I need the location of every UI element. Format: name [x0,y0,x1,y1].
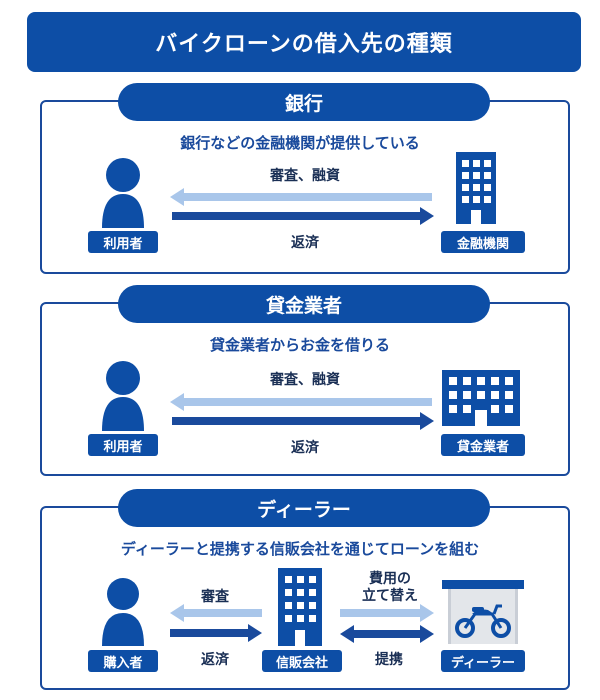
person-icon [102,578,144,646]
lender-bottom-arrow-label: 返済 [291,440,319,456]
building-icon [278,568,322,646]
dealer-right-arrow-light [340,604,434,622]
lender-user-label: 利用者 [88,434,158,456]
lender-description: 貸金業者からお金を借りる [209,336,390,354]
bank-bottom-arrow-label: 返済 [291,235,319,251]
lender-arrow-left [170,393,432,411]
dealer-left-arrow-light [170,604,262,622]
dealer-repayment-label: 返済 [201,652,229,668]
dealer-advance-label-line1: 費用の [369,571,411,587]
lender-top-arrow-label: 審査、融資 [270,372,340,388]
lender-company-label: 貸金業者 [441,434,525,456]
building-icon [442,370,520,426]
page-title: バイクローンの借入先の種類 [27,12,581,72]
lender-heading: 貸金業者 [118,285,490,323]
dealer-advance-label-line2: 立て替え [362,588,418,604]
bank-top-arrow-label: 審査、融資 [270,168,340,184]
dealer-credit-company-label: 信販会社 [262,650,342,672]
lender-arrow-right [172,412,434,430]
bank-arrow-left [170,188,432,206]
person-icon [102,361,144,431]
dealer-left-arrow-dark [170,624,262,642]
bank-heading: 銀行 [118,83,490,121]
dealer-description: ディーラーと提携する信販会社を通じてローンを組む [120,540,480,558]
building-icon [456,152,496,224]
dealer-dealer-label: ディーラー [441,650,525,672]
bank-user-label: 利用者 [88,231,158,253]
dealer-screening-label: 審査 [201,589,229,605]
bank-arrow-right [172,207,434,225]
dealer-heading: ディーラー [118,489,490,527]
dealer-partnership-arrow [340,625,434,643]
bank-description: 銀行などの金融機関が提供している [180,134,420,152]
garage-motorcycle-icon [442,580,524,644]
dealer-partnership-label: 提携 [375,652,403,668]
person-icon [102,158,144,228]
dealer-buyer-label: 購入者 [88,650,158,672]
bank-institution-label: 金融機関 [441,231,525,253]
